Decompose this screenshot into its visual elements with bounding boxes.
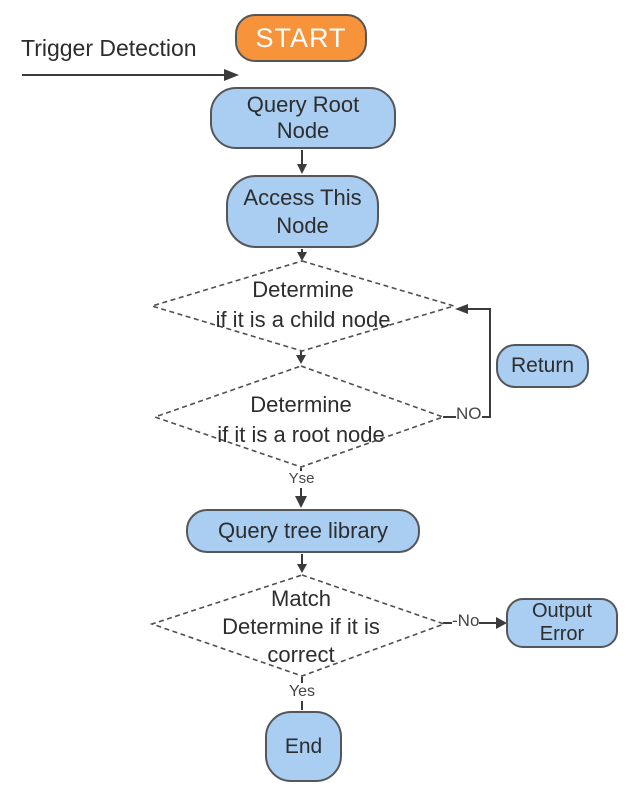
return-label: Return bbox=[510, 354, 575, 377]
query-root-line2: Node bbox=[276, 118, 330, 143]
end-node: End bbox=[265, 711, 342, 782]
decision-match-text: Match Determine if it is correct bbox=[146, 585, 456, 669]
decision-match-line2: Determine if it is bbox=[222, 614, 380, 639]
trigger-detection-label: Trigger Detection bbox=[21, 35, 197, 61]
decision-root-line2: if it is a root node bbox=[217, 422, 385, 447]
decision-match-diamond bbox=[149, 574, 447, 677]
edge-access-decisionchild bbox=[297, 249, 307, 261]
arrow-left-icon bbox=[455, 304, 468, 314]
arrow-down-icon bbox=[297, 252, 307, 261]
start-node: START bbox=[235, 14, 367, 62]
query-root-node: Query Root Node bbox=[210, 87, 396, 149]
access-node-line1: Access This bbox=[243, 184, 362, 210]
decision-root-text: Determine if it is a root node bbox=[148, 390, 454, 450]
decision-match-line1: Match bbox=[271, 586, 331, 611]
decision-child-diamond bbox=[149, 260, 457, 352]
arrow-right-icon bbox=[496, 617, 507, 629]
arrow-right-icon bbox=[224, 69, 239, 81]
decision-root-line1: Determine bbox=[250, 392, 352, 417]
edge-queryroot-access bbox=[297, 150, 307, 174]
end-label: End bbox=[284, 734, 323, 758]
access-node-line2: Node bbox=[276, 212, 329, 238]
query-tree-library-node: Query tree library bbox=[186, 509, 420, 553]
access-this-node: Access This Node bbox=[226, 175, 379, 248]
edge-querytree-decisionmatch bbox=[297, 554, 307, 573]
return-node: Return bbox=[496, 344, 589, 388]
query-tree-library-label: Query tree library bbox=[218, 518, 388, 543]
decision-child-line1: Determine bbox=[252, 277, 354, 302]
query-root-line1: Query Root bbox=[246, 92, 360, 117]
output-error-line1: Output bbox=[531, 600, 593, 622]
arrow-down-icon bbox=[296, 355, 306, 364]
arrow-down-icon bbox=[297, 564, 307, 573]
edge-label-no-match: -No bbox=[452, 611, 480, 631]
edge-decisionchild-decisionroot bbox=[296, 351, 306, 364]
decision-child-text: Determine if it is a child node bbox=[150, 275, 456, 335]
decision-child-line2: if it is a child node bbox=[215, 307, 391, 332]
edge-label-yse: Yse bbox=[283, 470, 320, 488]
decision-match-line3: correct bbox=[267, 642, 335, 667]
output-error-line2: Error bbox=[539, 623, 585, 645]
arrow-down-icon bbox=[295, 496, 307, 508]
output-error-node: Output Error bbox=[506, 598, 618, 648]
edge-label-yes: Yes bbox=[284, 683, 320, 701]
edge-trigger bbox=[22, 69, 239, 81]
edge-label-no-loop: NO bbox=[456, 404, 482, 424]
start-label: START bbox=[255, 23, 347, 53]
decision-root-diamond bbox=[152, 365, 446, 468]
arrow-down-icon bbox=[297, 164, 307, 174]
